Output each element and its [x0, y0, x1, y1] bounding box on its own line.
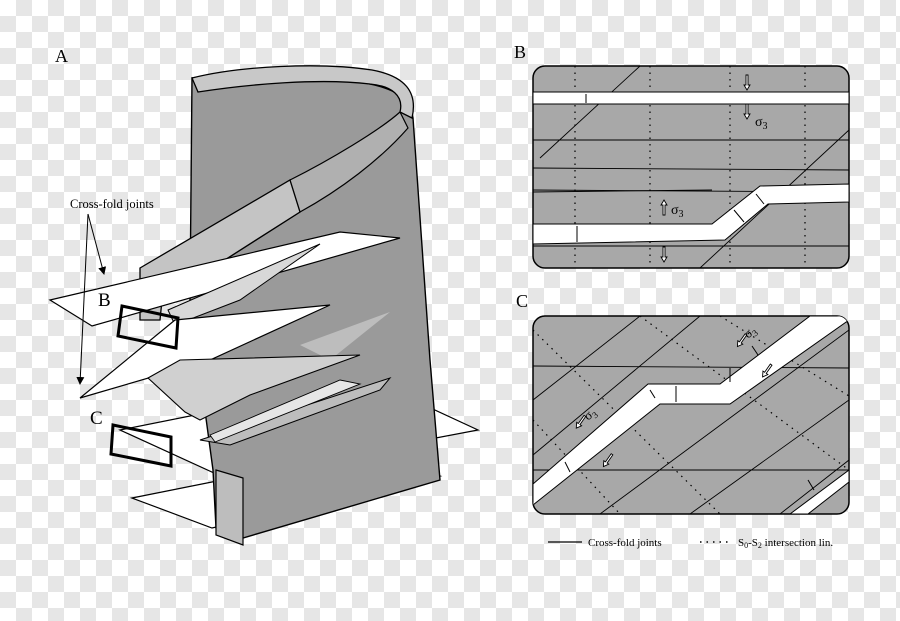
- joint-arrow-1: [87, 213, 107, 275]
- panel-c-vein-short: [788, 469, 849, 514]
- box-c-label: C: [90, 408, 103, 429]
- joint-arrow-2: [76, 213, 89, 385]
- panel-a-letter: A: [55, 46, 68, 66]
- upper-vein: [167, 243, 321, 326]
- box-c-frame: [109, 423, 173, 468]
- middle-shadow: [300, 312, 390, 360]
- panel-b-sigma-2: σ3: [671, 203, 684, 220]
- panel-b-joint-extra: [533, 189, 713, 193]
- fold-hinge-top: [191, 65, 414, 119]
- panel-b-frame: [532, 65, 850, 269]
- wall-base: [215, 469, 244, 546]
- panel-c: C: [516, 291, 850, 515]
- panel-b-vein-top: [533, 91, 849, 105]
- panel-c-sigma-arrows: [575, 333, 773, 468]
- panel-a: A Cross-fold joints B C: [48, 46, 480, 546]
- legend: Cross-fold joints S0-S2 intersection lin…: [548, 537, 833, 550]
- panel-b: B: [514, 42, 850, 269]
- cross-fold-joints-label: Cross-fold joints: [70, 197, 154, 211]
- lower-vein-2: [209, 379, 362, 443]
- legend-joints-label: Cross-fold joints: [588, 537, 662, 549]
- panel-b-letter: B: [514, 42, 526, 62]
- panel-c-opening-arrows: [564, 345, 815, 491]
- panel-c-joints: [533, 316, 849, 514]
- lower-vein: [147, 354, 361, 421]
- panel-b-sigma-arrows: [660, 74, 751, 263]
- panel-b-joints: [533, 66, 849, 268]
- panel-c-letter: C: [516, 291, 528, 311]
- panel-b-vein-bottom: [533, 183, 849, 245]
- panel-b-opening-arrows: [576, 94, 765, 242]
- legend-intersection-label: S0-S2 intersection lin.: [738, 537, 833, 550]
- box-b-label: B: [98, 290, 111, 311]
- box-b-frame: [116, 304, 180, 350]
- upper-plane: [48, 231, 401, 327]
- panel-c-vein-main: [533, 316, 849, 507]
- panel-b-sigma-1: σ3: [755, 115, 768, 132]
- fold-wall-back: [189, 72, 441, 539]
